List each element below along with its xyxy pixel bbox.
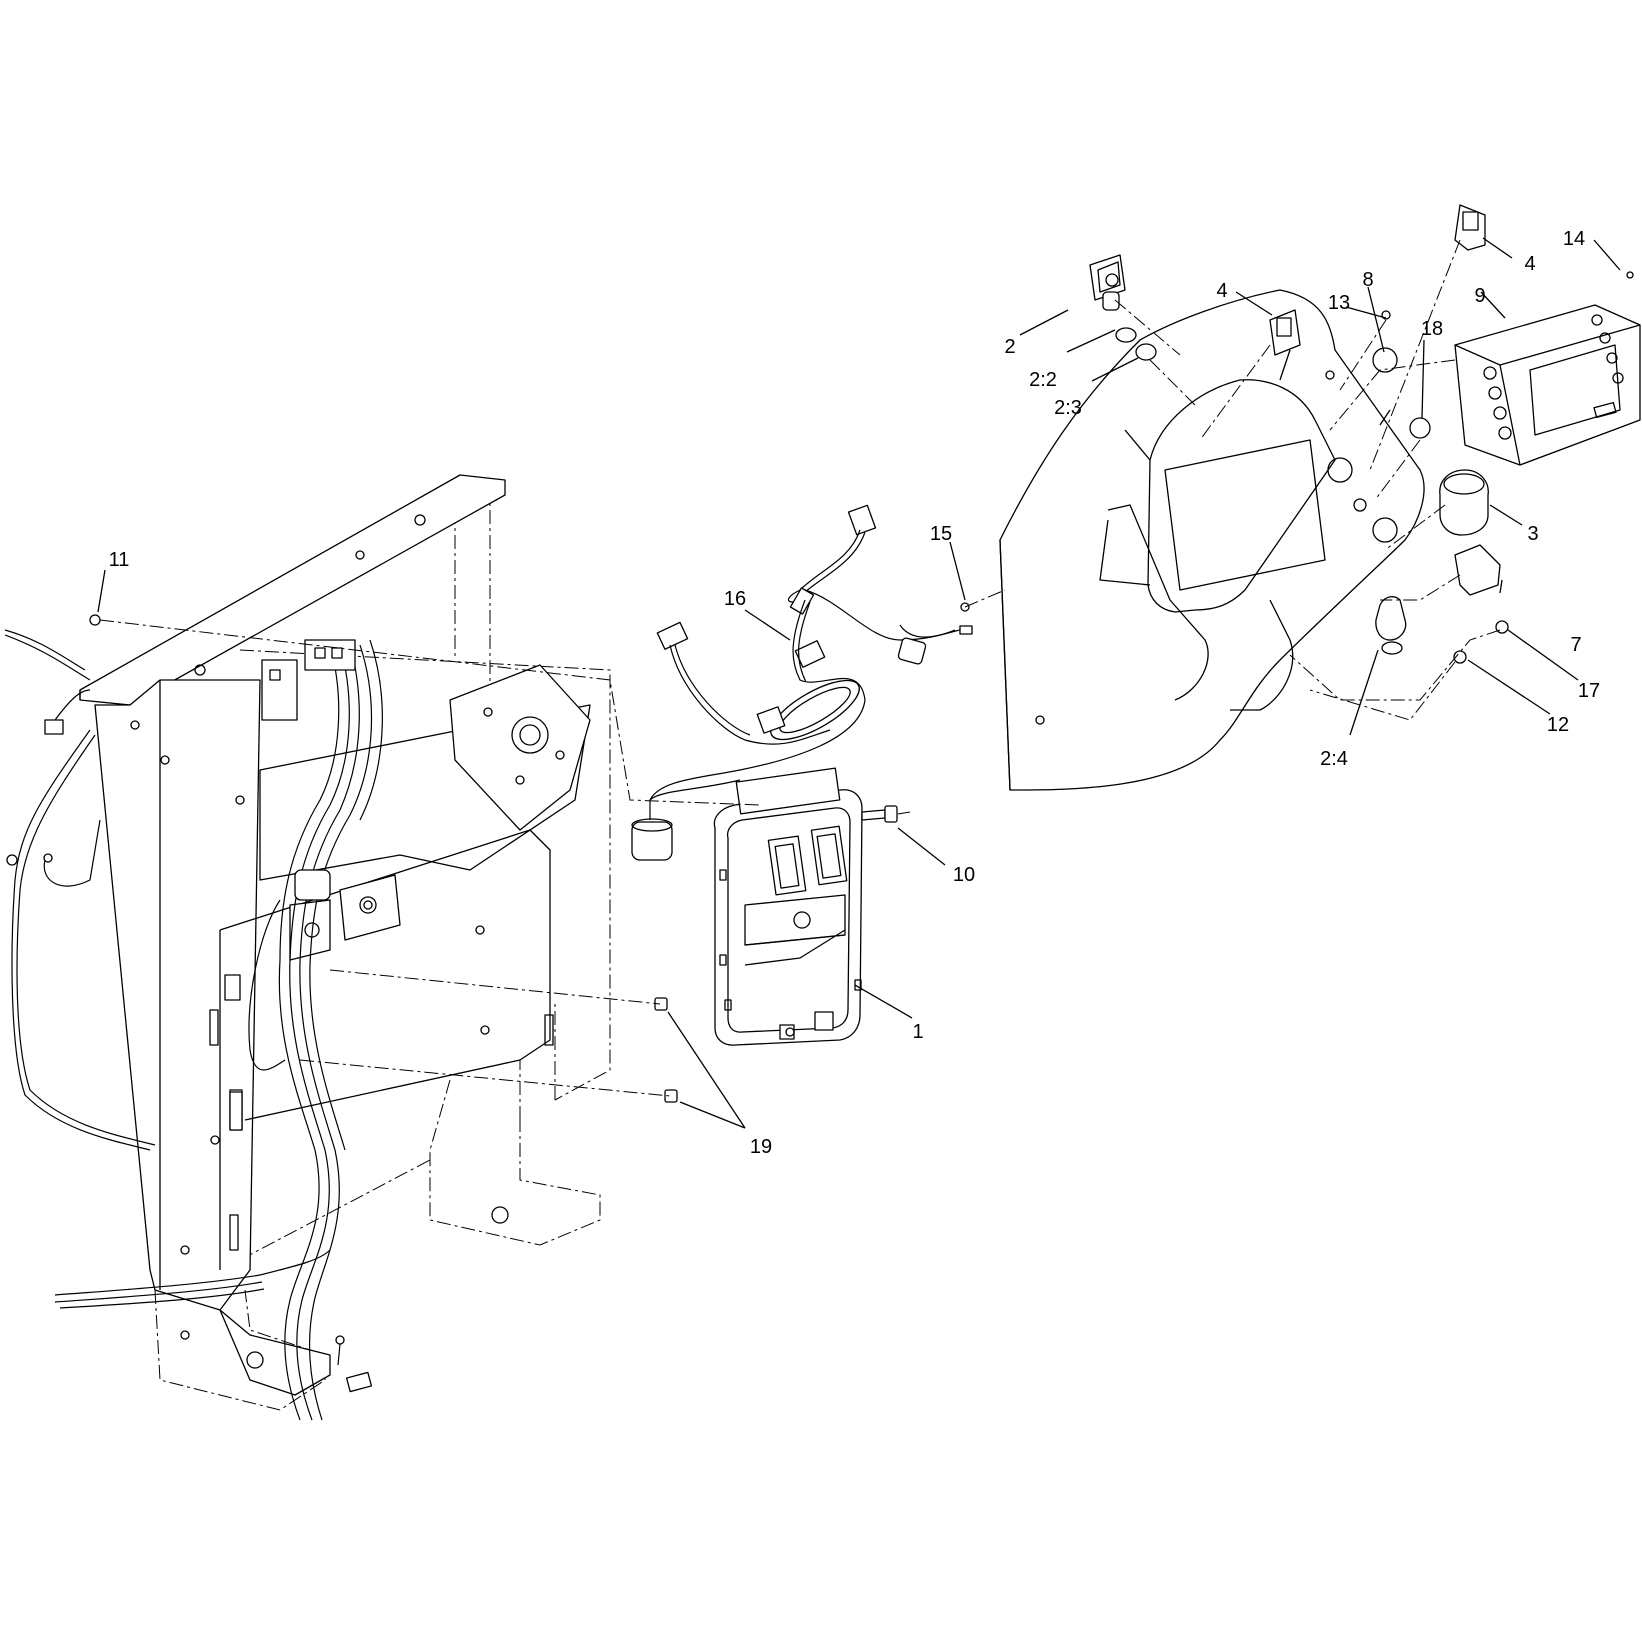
harness-connector bbox=[304, 639, 356, 671]
callout-labels: 1 2 2:2 2:3 2:4 3 4 4 7 8 9 10 11 12 13 … bbox=[109, 228, 1601, 1158]
callout-1: 1 bbox=[912, 1021, 923, 1043]
assembly-centerlines bbox=[99, 239, 1501, 1097]
harness-connector bbox=[345, 1371, 373, 1393]
harness-grommet bbox=[294, 869, 331, 901]
sub-harness bbox=[631, 504, 973, 861]
bolt-10 bbox=[861, 805, 898, 823]
callout-16: 16 bbox=[724, 588, 746, 610]
nut-19 bbox=[654, 997, 678, 1103]
callout-17: 17 bbox=[1578, 680, 1600, 702]
harness-connector bbox=[229, 1091, 243, 1131]
harness-connector bbox=[224, 974, 241, 1001]
callout-12: 12 bbox=[1547, 714, 1569, 736]
callout-7: 7 bbox=[1570, 634, 1581, 656]
callout-11: 11 bbox=[109, 549, 130, 571]
fastener-11 bbox=[89, 614, 101, 626]
callout-2: 2 bbox=[1004, 336, 1015, 358]
rocker-switch bbox=[1269, 204, 1486, 356]
callout-4b: 4 bbox=[1524, 253, 1535, 275]
plug-18 bbox=[1409, 417, 1431, 439]
callout-10: 10 bbox=[953, 864, 975, 886]
knob-12 bbox=[1453, 650, 1467, 664]
callout-9: 9 bbox=[1474, 285, 1485, 307]
round-connector bbox=[631, 821, 673, 861]
callout-14: 14 bbox=[1563, 228, 1585, 250]
harness-connector bbox=[261, 659, 298, 721]
callout-15: 15 bbox=[930, 523, 952, 545]
callout-3: 3 bbox=[1527, 523, 1538, 545]
console-panel bbox=[999, 289, 1425, 791]
key-switch bbox=[1089, 254, 1157, 361]
leader-lines bbox=[97, 237, 1634, 1129]
main-wiring-harness bbox=[4, 629, 383, 1421]
display-module bbox=[1454, 304, 1641, 466]
callout-4a: 4 bbox=[1216, 280, 1227, 302]
controller-module bbox=[713, 767, 863, 1046]
callout-2-2: 2:2 bbox=[1029, 369, 1057, 391]
callout-18: 18 bbox=[1421, 318, 1443, 340]
console-components bbox=[1372, 310, 1509, 664]
callout-8: 8 bbox=[1362, 269, 1373, 291]
callout-2-4: 2:4 bbox=[1320, 748, 1348, 770]
plug-8 bbox=[1372, 347, 1398, 373]
harness-connector bbox=[44, 719, 64, 735]
switch-7 bbox=[1454, 544, 1501, 596]
mounting-frame bbox=[79, 474, 611, 1411]
callout-13: 13 bbox=[1328, 292, 1350, 314]
callout-2-3: 2:3 bbox=[1054, 397, 1082, 419]
callout-19: 19 bbox=[750, 1136, 772, 1158]
power-outlet-3 bbox=[1439, 469, 1489, 536]
key-switch-part-2-4 bbox=[1375, 596, 1407, 641]
